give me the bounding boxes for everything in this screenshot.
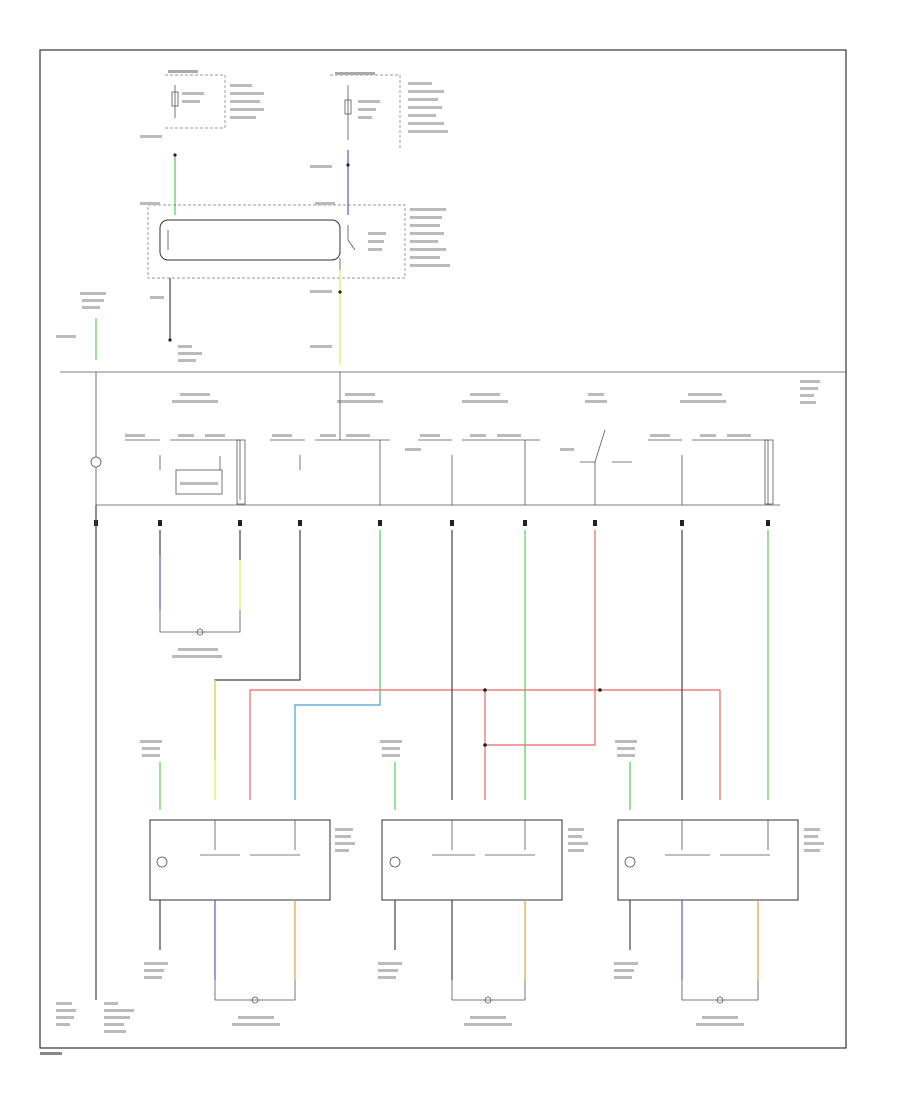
ground-label-block [56, 1002, 134, 1033]
power-window-relay [140, 202, 450, 279]
fuse-block [165, 70, 264, 129]
diagram-frame [39, 49, 847, 1049]
window-fuse-block [330, 72, 448, 150]
left-rear-switch [378, 740, 588, 1026]
right-rear-switch [614, 740, 824, 1026]
master-switch [60, 371, 846, 506]
right-front-switch [140, 740, 355, 1026]
page-mark [40, 1052, 62, 1055]
left-front-motor [159, 530, 241, 658]
